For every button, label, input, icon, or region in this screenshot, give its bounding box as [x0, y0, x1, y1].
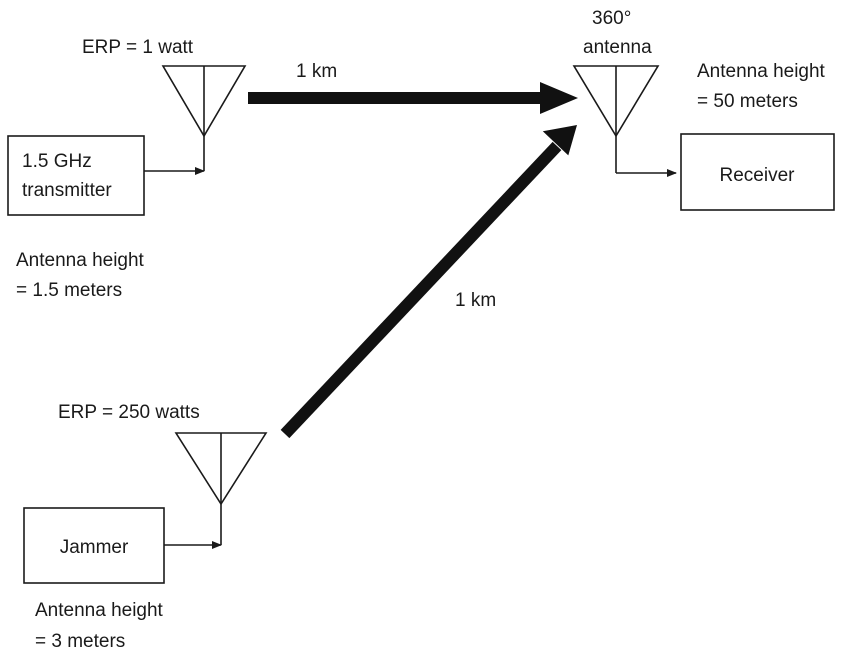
jammer-box-label: Jammer [60, 537, 129, 558]
jammer-to-receiver-link-arrow [280, 125, 577, 439]
receiver-height-line2: = 50 meters [697, 91, 798, 112]
transmitter-to-receiver-distance-label: 1 km [296, 61, 337, 82]
receiver-box-label: Receiver [720, 165, 796, 186]
receiver-antenna-label-line1: 360° [592, 8, 631, 29]
receiver-height-line1: Antenna height [697, 61, 826, 82]
transmitter-height-line1: Antenna height [16, 250, 145, 271]
transmitter-antenna-icon [161, 65, 247, 171]
jammer-height-line1: Antenna height [35, 600, 164, 621]
receiver-box [680, 133, 835, 211]
jammer-height-line2: = 3 meters [35, 631, 125, 652]
transmitter-box-line2: transmitter [22, 180, 112, 201]
transmitter-to-receiver-link-arrow [248, 82, 578, 114]
transmitter-height-line2: = 1.5 meters [16, 280, 122, 301]
transmitter-box [7, 135, 145, 216]
receiver-antenna-icon [572, 65, 660, 173]
transmitter-erp-label: ERP = 1 watt [82, 37, 194, 58]
receiver-antenna-label-line2: antenna [583, 37, 652, 58]
jammer-to-receiver-distance-label: 1 km [455, 290, 496, 311]
transmitter-box-line1: 1.5 GHz [22, 151, 92, 172]
jammer-antenna-icon [174, 432, 268, 545]
jammer-erp-label: ERP = 250 watts [58, 402, 200, 423]
